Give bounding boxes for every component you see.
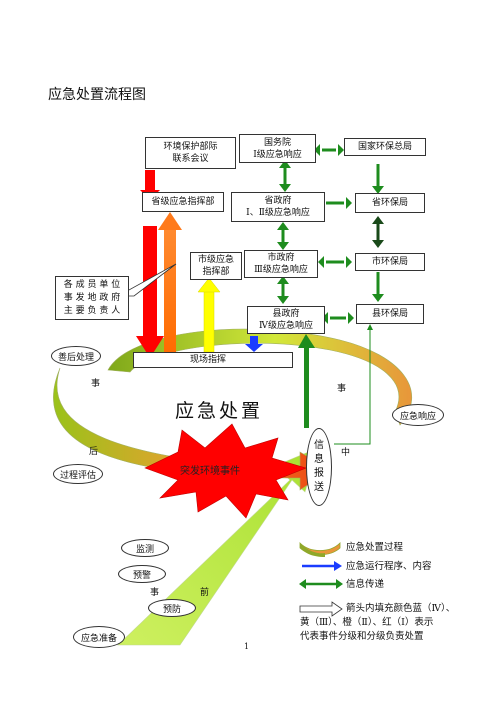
warning-oval: 预警	[118, 565, 166, 583]
national-epb-box: 国家环保总局	[344, 138, 426, 156]
event-burst-shape	[144, 423, 307, 519]
stage-hou: 后	[89, 447, 99, 457]
page-title: 应急处置流程图	[48, 87, 146, 103]
legend-info-label: 信息传递	[346, 579, 385, 590]
red-arrow-head	[136, 336, 164, 358]
env-meeting-box: 环境保护部际 联系会议	[145, 137, 236, 169]
response-oval: 应急响应	[392, 404, 444, 426]
info-arrow-body	[304, 346, 309, 428]
county-gov-box: 县政府 Ⅳ级应急响应	[247, 306, 325, 334]
stage-zhong: 中	[341, 448, 351, 458]
county-epb-box: 县环保局	[356, 304, 424, 324]
orange-arrow-head	[158, 212, 182, 230]
state-council-box: 国务院 Ⅰ级应急响应	[239, 134, 316, 163]
stage-qian: 前	[200, 588, 210, 598]
city-hq-box: 市级应急 指挥部	[190, 252, 242, 280]
red-arrow-top	[145, 170, 155, 190]
yellow-arrow-head	[197, 277, 221, 293]
monitoring-oval: 监测	[121, 539, 169, 557]
event-label: 突发环境事件	[180, 466, 240, 477]
assessment-oval: 过程评估	[53, 464, 103, 484]
green-horizontal-arrows	[314, 144, 354, 324]
legend-procedure-label: 应急运行程序、内容	[346, 561, 432, 572]
legend-arrow-icon	[299, 601, 343, 617]
stage-shi-right: 事	[337, 384, 347, 394]
dark-arrow	[372, 216, 384, 248]
orange-arrow-body	[164, 228, 176, 354]
legend-arrow-note: 箭头内填充颜色蓝（Ⅳ）、 黄（Ⅲ）、橙（Ⅱ）、红（Ⅰ）表示 代表事件分级和分级负…	[300, 603, 456, 642]
city-gov-box: 市政府 Ⅲ级应急响应	[244, 250, 318, 278]
info-arrow-head	[298, 334, 315, 348]
provincial-epb-box: 省环保局	[355, 193, 425, 213]
emergency-response-label: 应急处置	[175, 400, 264, 422]
yellow-arrow-body	[203, 289, 215, 353]
page-number: 1	[244, 642, 250, 651]
city-epb-box: 市环保局	[355, 253, 425, 271]
field-command-box: 现场指挥	[133, 352, 293, 368]
aftermath-oval: 善后处理	[51, 346, 101, 366]
provincial-hq-box: 省级应急指挥部	[142, 192, 224, 212]
post-event-arc	[107, 328, 412, 426]
blue-arrow-body	[250, 336, 258, 346]
blue-arrow-head	[245, 344, 263, 352]
legend-process-label: 应急处置过程	[346, 542, 404, 553]
stage-shi-bottom: 事	[150, 588, 160, 598]
stage-shi-top: 事	[91, 379, 101, 389]
green-arrows	[277, 160, 384, 304]
info-report-oval: 信 息 报 送	[306, 428, 332, 506]
provincial-gov-box: 省政府 Ⅰ、Ⅱ级应急响应	[231, 192, 325, 222]
prevention-oval: 预防	[148, 599, 196, 617]
preparation-oval: 应急准备	[73, 626, 125, 648]
info-thin-line	[334, 328, 371, 445]
responsible-persons-callout: 各 成 员 单 位 事 发 地 政 府 主 要 负 责 人	[55, 276, 129, 320]
